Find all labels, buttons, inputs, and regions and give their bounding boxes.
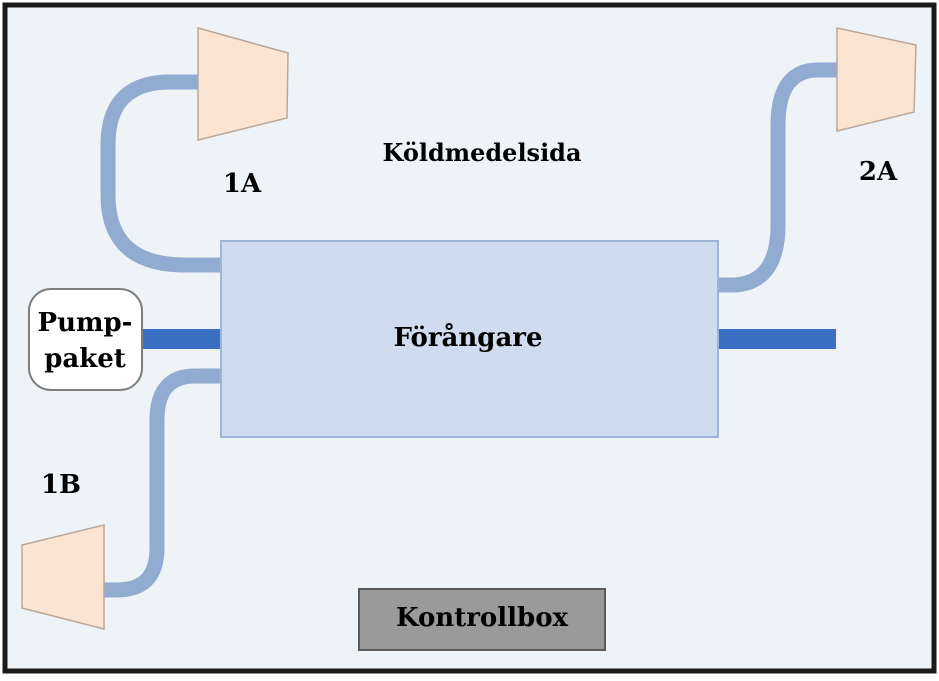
pipe-1b <box>97 368 223 598</box>
label-1a: 1A <box>223 169 262 199</box>
water-line-left <box>142 329 224 349</box>
pump-package-box <box>28 288 143 391</box>
compressor-1a <box>197 27 289 141</box>
pipe-2a <box>718 62 840 293</box>
compressor-2a <box>836 27 917 132</box>
label-1b: 1B <box>41 470 81 500</box>
compressor-1b <box>21 524 105 630</box>
label-2a: 2A <box>859 157 898 187</box>
water-line-right <box>716 329 836 349</box>
control-box-label: Kontrollbox <box>396 603 569 633</box>
evaporator-label: Förångare <box>393 322 542 353</box>
pipe-1a <box>100 74 223 273</box>
pump-package-label-line2: paket <box>44 344 126 374</box>
evaporator-box <box>220 240 719 438</box>
control-box <box>358 588 606 651</box>
refrigerant-side-label: Köldmedelsida <box>382 138 581 167</box>
pump-package-label-line1: Pump- <box>38 308 133 338</box>
